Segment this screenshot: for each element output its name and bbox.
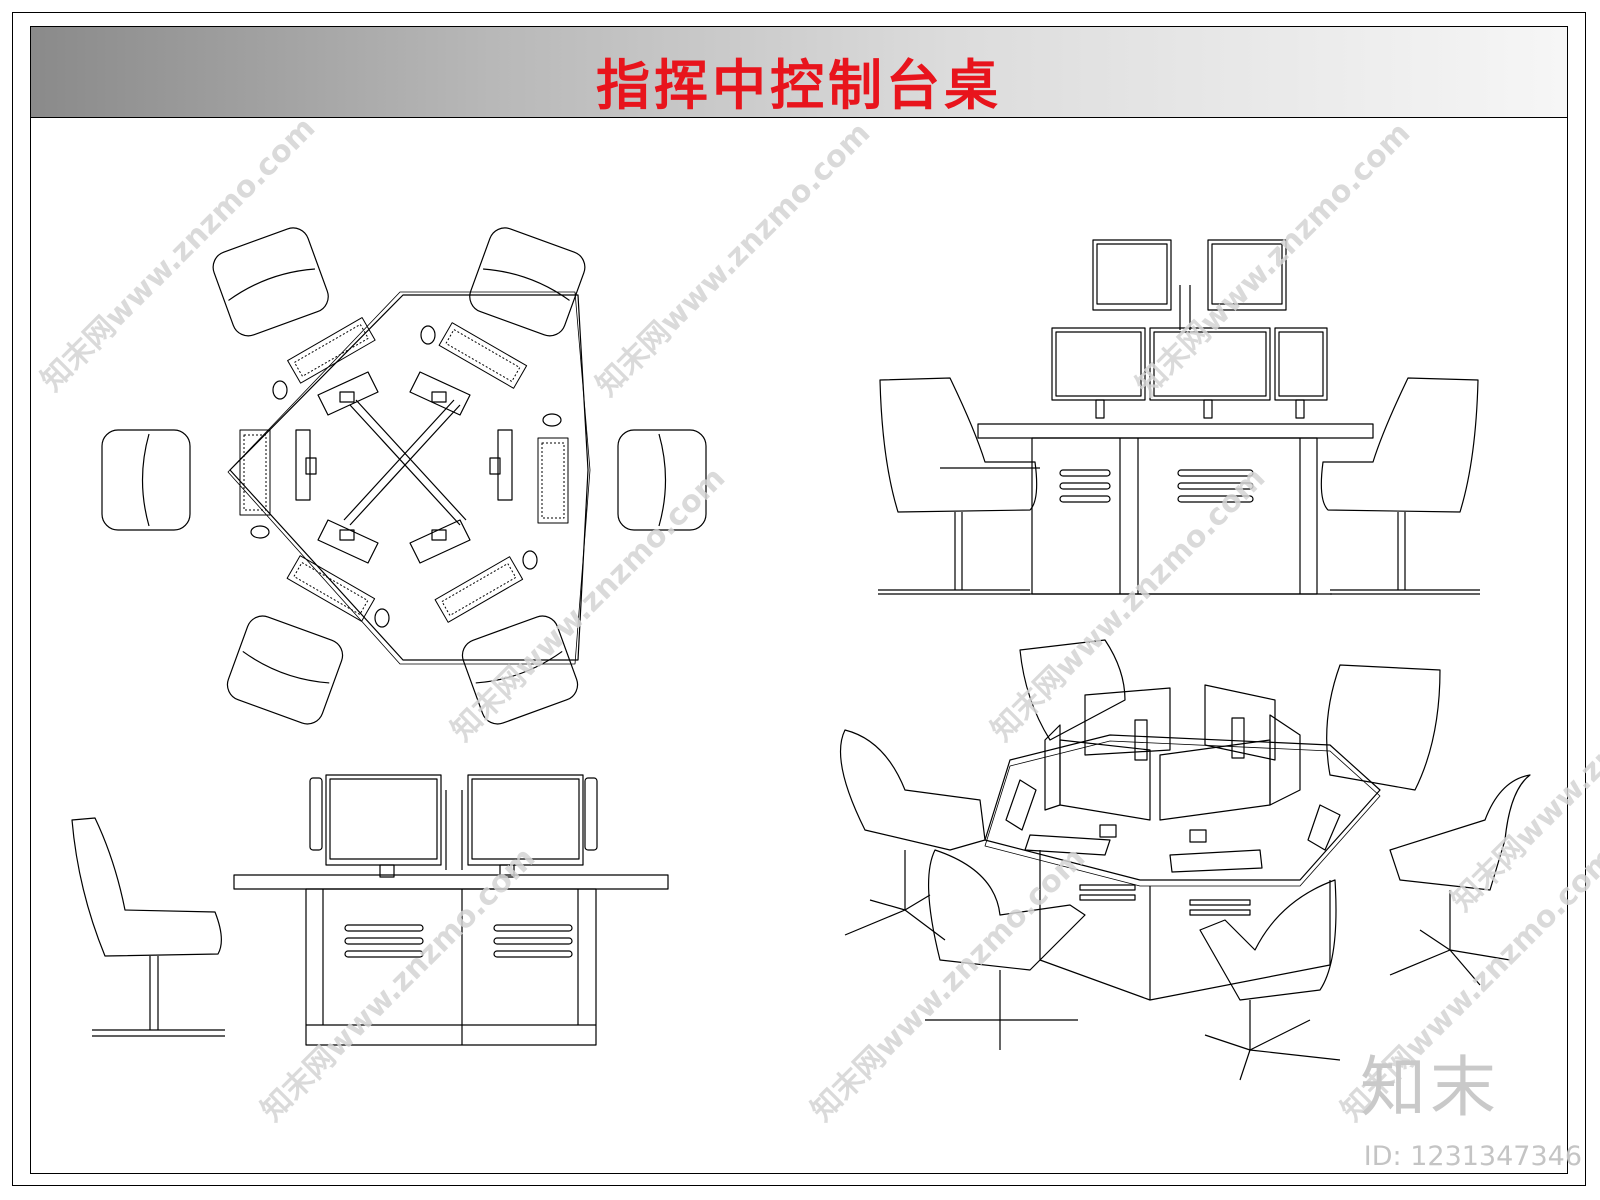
desk-cross-frame — [343, 399, 467, 526]
page-title: 指挥中控制台桌 — [596, 54, 1002, 117]
front-elevation — [878, 239, 1480, 595]
plan-keyboards — [239, 317, 569, 623]
image-id-label: ID: 1231347346 — [1363, 1141, 1582, 1172]
perspective-view — [839, 639, 1531, 1081]
side-elevation — [71, 774, 669, 1046]
plan-view — [101, 227, 707, 725]
hexagon-desk-outline — [227, 291, 591, 665]
title-bar: 指挥中控制台桌 — [31, 27, 1567, 118]
plan-monitors — [295, 371, 513, 564]
outer-frame — [12, 12, 1586, 1186]
inner-frame — [30, 26, 1568, 1174]
plan-mice — [250, 325, 562, 628]
plan-chairs — [101, 227, 707, 725]
hexagon-desk-top — [229, 294, 589, 661]
brand-logo-text: 知末 — [1360, 1049, 1500, 1126]
